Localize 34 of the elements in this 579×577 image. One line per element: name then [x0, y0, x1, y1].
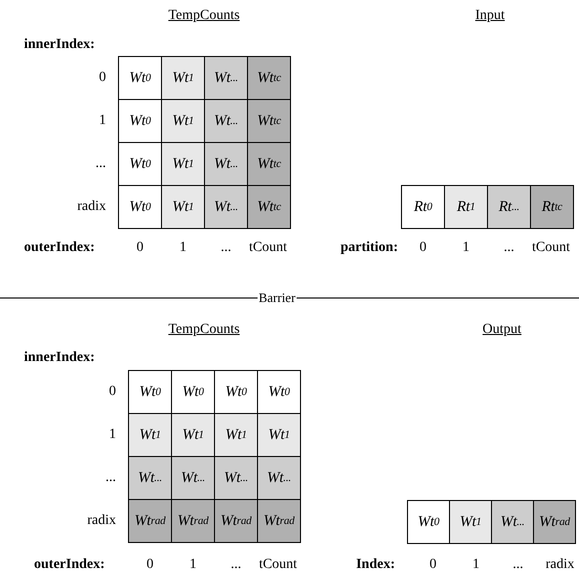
column-index: 1	[190, 557, 196, 573]
column-index: tCount	[248, 240, 288, 256]
axis-label: outerIndex:	[34, 557, 105, 573]
column-index: ...	[504, 240, 514, 256]
column-index: ...	[220, 240, 232, 256]
column-index: ...	[512, 557, 524, 573]
axis-label: Index:	[356, 557, 395, 573]
column-index: radix	[546, 557, 574, 573]
array-title: TempCounts	[168, 8, 240, 24]
axis-label: outerIndex:	[24, 240, 95, 256]
array-title: Output	[482, 322, 522, 338]
row-index: 1	[109, 427, 116, 443]
column-index: 0	[430, 557, 436, 573]
array-title: Input	[475, 8, 505, 24]
row-index: ...	[106, 470, 116, 486]
column-index: 0	[136, 240, 144, 256]
row-index: 0	[99, 70, 106, 86]
column-index: 1	[472, 557, 480, 573]
row-index: ...	[96, 156, 106, 172]
row-index: 0	[109, 384, 116, 400]
column-index: 1	[462, 240, 470, 256]
column-index: 0	[420, 240, 426, 256]
column-index: tCount	[532, 240, 570, 256]
axis-label: partition:	[340, 240, 398, 256]
column-index: 0	[146, 557, 154, 573]
row-index: 1	[99, 113, 106, 129]
column-index: tCount	[258, 557, 298, 573]
axis-label: innerIndex:	[24, 37, 95, 53]
column-index: 1	[180, 240, 186, 256]
axis-label: innerIndex:	[24, 350, 95, 366]
row-index: radix	[77, 199, 106, 215]
array-title: TempCounts	[168, 322, 240, 338]
column-index: ...	[230, 557, 242, 573]
row-index: radix	[87, 513, 116, 529]
